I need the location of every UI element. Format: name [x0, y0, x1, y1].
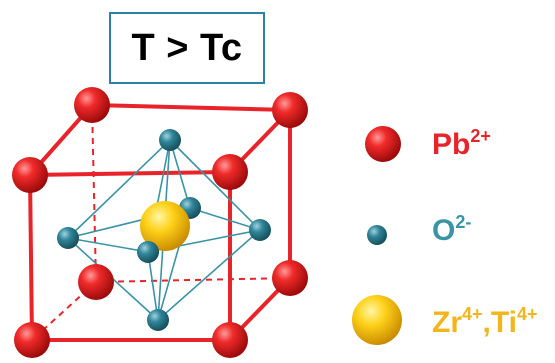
pb-atom — [74, 87, 110, 123]
legend-zr-ti-label: Zr4+,Ti4+ — [432, 304, 538, 340]
pb-atom — [14, 322, 50, 358]
zr-ti-atom — [140, 201, 190, 251]
temperature-condition-title: T > Tc — [109, 12, 265, 84]
pb-atom — [212, 154, 248, 190]
o-atom — [137, 241, 159, 263]
pb-atom — [212, 322, 248, 358]
legend-o-atom — [367, 225, 387, 245]
pb-atom — [78, 264, 114, 300]
legend-zr-ti-atom — [352, 295, 402, 345]
o-atom — [147, 309, 169, 331]
legend-pb-label: Pb2+ — [432, 126, 491, 162]
o-symbol: O — [432, 214, 456, 247]
pb-atom — [12, 157, 48, 193]
legend-o-label: O2- — [432, 212, 472, 248]
pb-symbol: Pb — [432, 128, 471, 161]
zr-symbol: Zr — [432, 306, 462, 339]
o-atom — [249, 219, 271, 241]
o-atom — [57, 227, 79, 249]
zr-charge: 4+ — [462, 304, 483, 324]
ti-charge: 4+ — [517, 304, 538, 324]
separator-comma: , — [482, 306, 491, 339]
pb-atom — [272, 92, 308, 128]
o-atom — [159, 129, 181, 151]
title-text: T > Tc — [131, 26, 243, 69]
pb-atom — [272, 260, 308, 296]
ti-symbol: Ti — [490, 306, 517, 339]
pb-charge: 2+ — [470, 126, 491, 146]
o-charge: 2- — [455, 212, 472, 232]
legend-pb-atom — [365, 126, 401, 162]
